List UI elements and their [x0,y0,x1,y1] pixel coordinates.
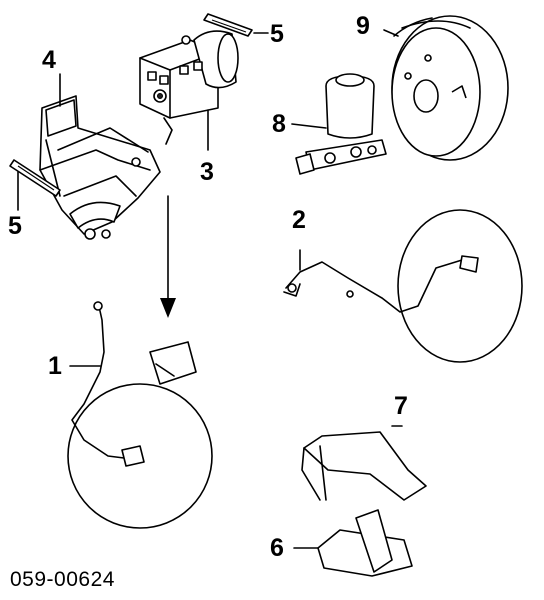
callout-4: 4 [42,46,56,74]
callout-5-top: 5 [270,20,284,48]
callout-9: 9 [356,12,370,40]
brake-booster [383,15,509,161]
master-cylinder [291,73,387,175]
pointer-arrow [160,195,176,318]
strap-left [9,159,61,211]
callout-8: 8 [272,110,286,138]
mounting-bracket [301,425,427,501]
sensor-harness-rotor-lower [67,301,213,529]
callout-6: 6 [270,534,284,562]
module-cover [293,509,413,577]
actuator-bracket-tray [39,73,161,240]
callout-5-left: 5 [8,212,22,240]
sensor-harness-rotor [283,209,523,363]
abs-actuator [139,30,239,151]
callout-2: 2 [292,206,306,234]
figure-code: 059-00624 [10,568,115,591]
callout-7: 7 [394,392,408,420]
strap-top [203,13,269,37]
callout-1: 1 [48,352,62,380]
callout-3: 3 [200,158,214,186]
